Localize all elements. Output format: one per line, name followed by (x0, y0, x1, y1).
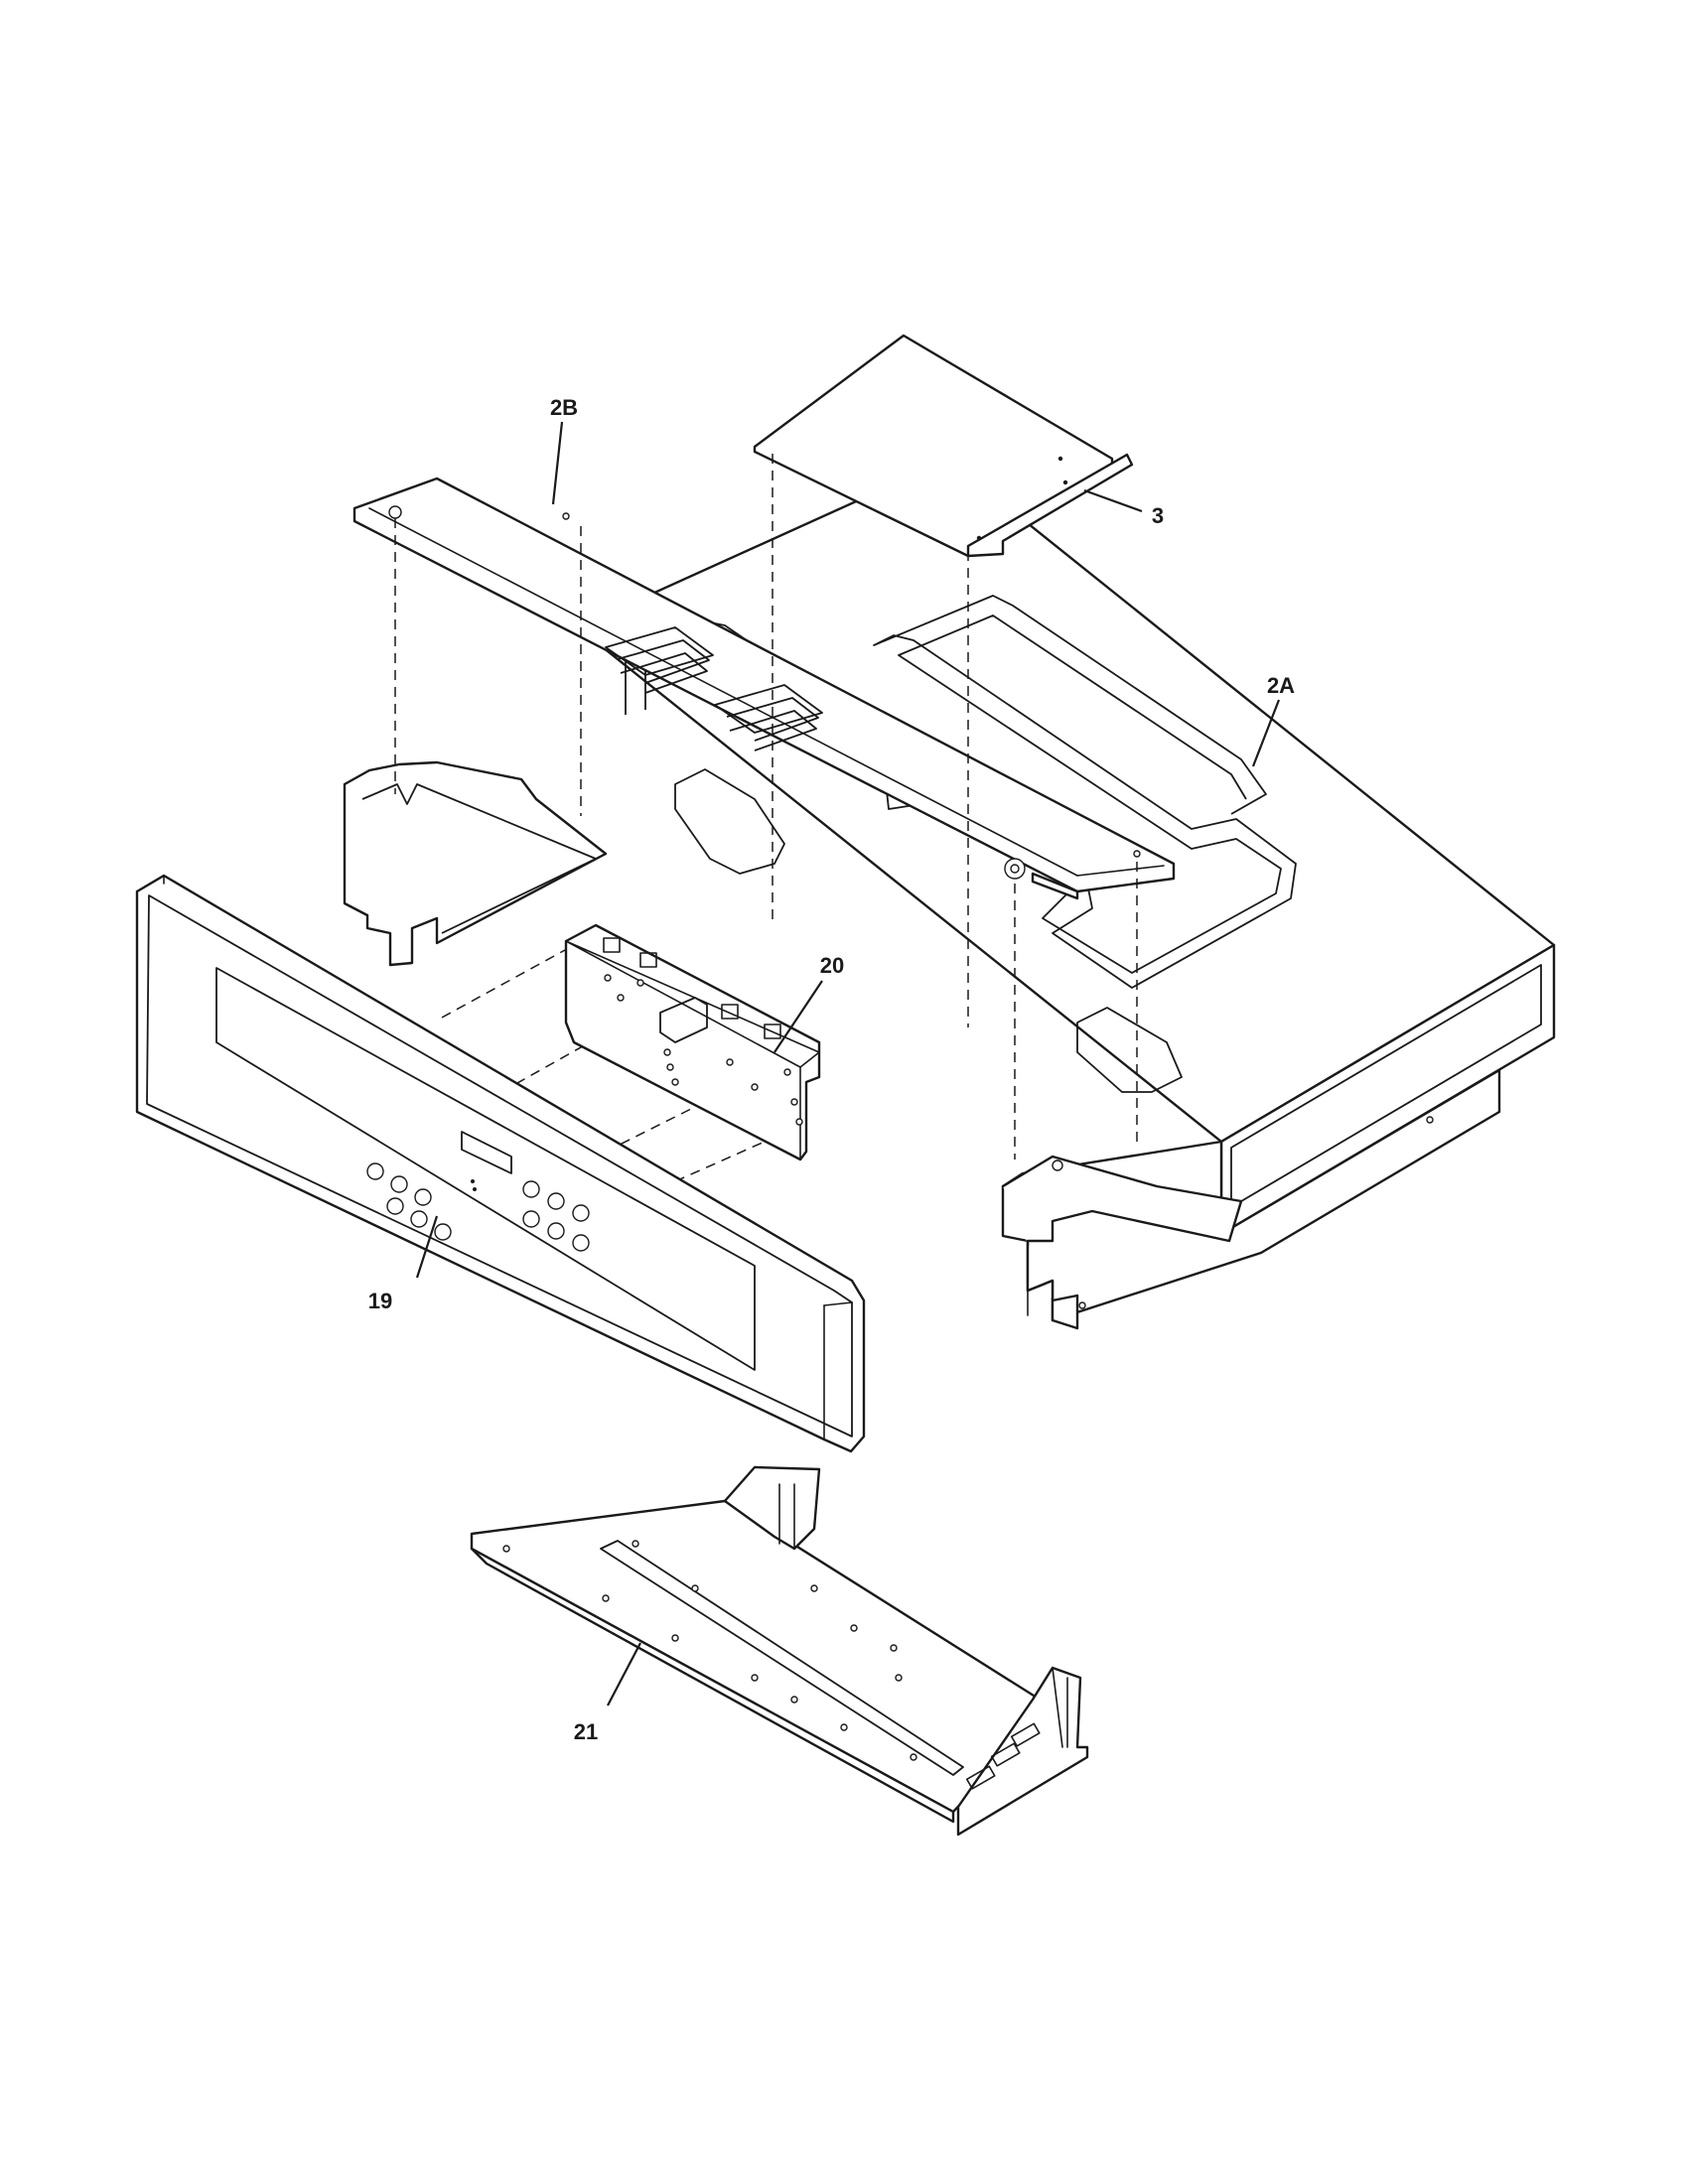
part-19-control-panel[interactable] (135, 874, 866, 1453)
part-21-bottom-tray[interactable] (470, 1465, 1089, 1837)
assembly-guide-lines (394, 454, 1138, 1182)
callout-2b: 2B (550, 395, 578, 420)
callout-3: 3 (1152, 503, 1164, 528)
part-2a-top-panel[interactable] (576, 458, 1556, 1330)
part-3-cover-plate[interactable] (753, 334, 1134, 558)
callout-2a: 2A (1267, 673, 1295, 698)
callout-labels: 2B 3 2A 20 19 21 (368, 395, 1295, 1744)
part-20-control-board[interactable] (564, 923, 821, 1161)
callout-19: 19 (368, 1289, 392, 1313)
vent-slots (605, 626, 823, 751)
callout-20: 20 (820, 953, 844, 978)
display-window (461, 1131, 512, 1174)
leader-lines (415, 421, 1281, 1706)
callout-21: 21 (574, 1719, 598, 1744)
control-buttons (366, 1162, 590, 1252)
mounting-holes (502, 1540, 917, 1761)
